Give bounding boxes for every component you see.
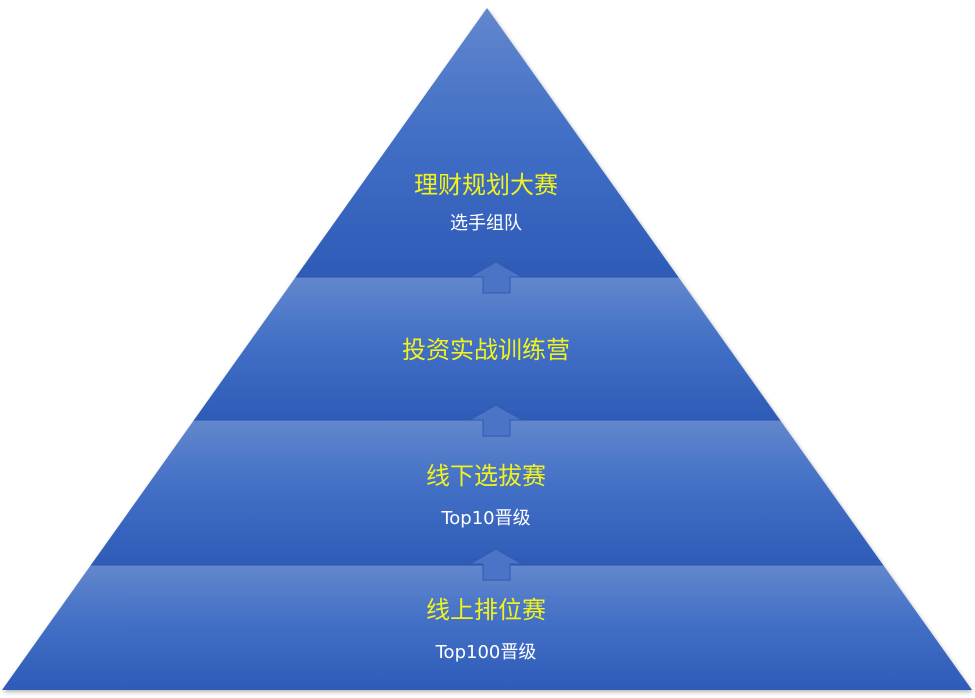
level-1-subtitle: 选手组队 <box>450 213 522 234</box>
up-arrow-icon <box>468 261 524 294</box>
level-2-title: 投资实战训练营 <box>402 336 570 364</box>
level-1-title: 理财规划大赛 <box>414 171 558 199</box>
up-arrow-icon <box>468 404 524 437</box>
up-arrow-icon <box>468 548 524 581</box>
level-3-band <box>2 420 972 565</box>
level-4-title: 线上排位赛 <box>426 596 546 624</box>
level-3-title: 线下选拔赛 <box>426 462 546 490</box>
level-1-band <box>2 8 972 277</box>
level-4-subtitle: Top100晋级 <box>435 642 537 663</box>
level-3-subtitle: Top10晋级 <box>440 508 530 529</box>
level-4-band <box>2 565 972 690</box>
